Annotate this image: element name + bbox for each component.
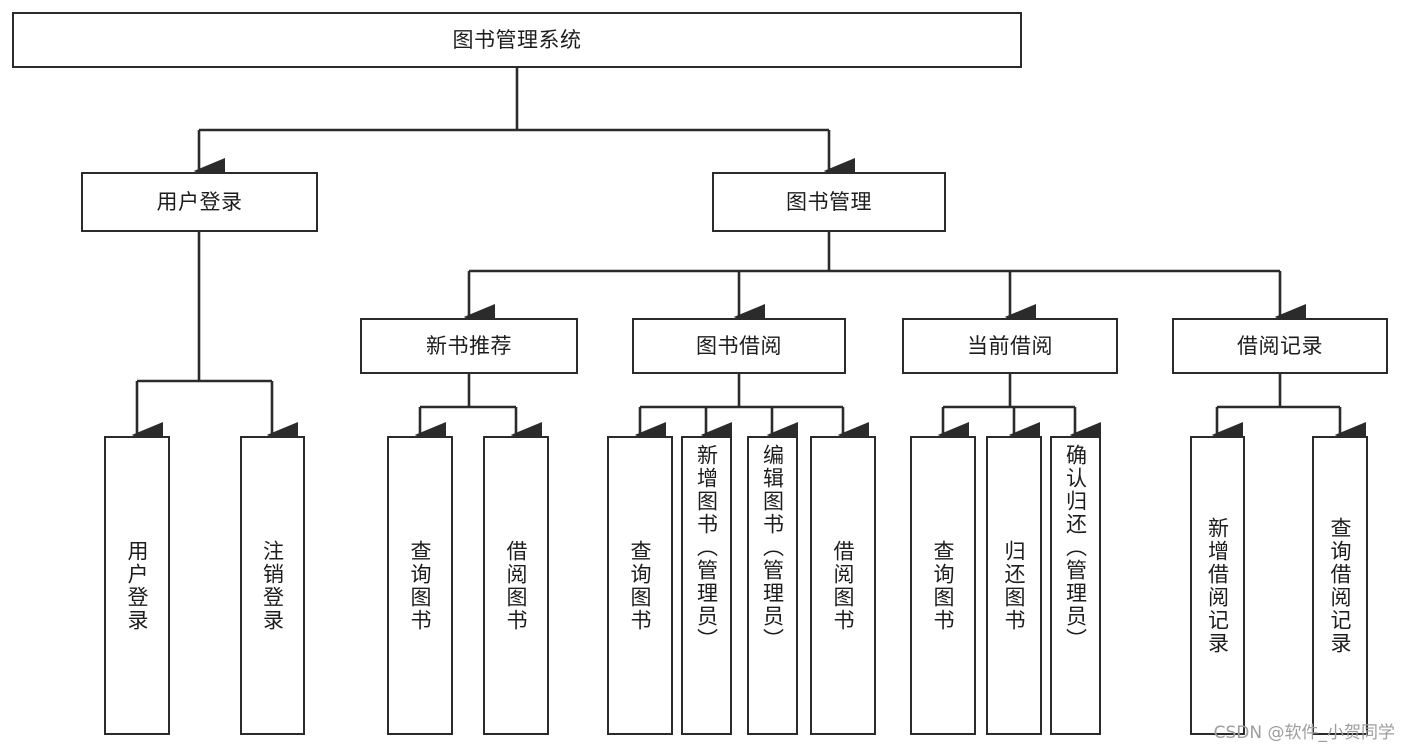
node-leaf-query-book-current[interactable]: 查询图书 [910,436,976,735]
node-label: 用户登录 [156,189,243,214]
node-label: 图书管理 [786,189,872,214]
node-leaf-logout[interactable]: 注销登录 [240,436,305,735]
node-label: 用户登录 [125,539,150,632]
node-user-login[interactable]: 用户登录 [81,172,318,232]
node-new-book-recommend[interactable]: 新书推荐 [360,318,578,374]
node-label: 借阅图书 [831,539,856,632]
node-leaf-borrow-book[interactable]: 借阅图书 [810,436,876,735]
node-leaf-add-borrow-record[interactable]: 新增借阅记录 [1190,436,1245,735]
node-leaf-return-book[interactable]: 归还图书 [986,436,1042,735]
node-label: 确认归还（管理员） [1063,444,1088,651]
node-label: 借阅图书 [504,539,529,632]
node-label: 图书借阅 [696,333,782,358]
node-label: 新增图书（管理员） [694,444,719,651]
node-book-manage[interactable]: 图书管理 [712,172,946,232]
node-label: 当前借阅 [967,333,1053,358]
node-leaf-add-book-admin[interactable]: 新增图书（管理员） [681,436,732,735]
node-leaf-borrow-book-recommend[interactable]: 借阅图书 [483,436,549,735]
node-book-borrow[interactable]: 图书借阅 [632,318,846,374]
node-label: 新增借阅记录 [1205,516,1230,655]
node-label: 查询图书 [931,539,956,632]
node-label: 借阅记录 [1237,333,1323,358]
node-label: 查询借阅记录 [1328,516,1353,655]
node-leaf-query-borrow-record[interactable]: 查询借阅记录 [1312,436,1368,735]
node-borrow-record[interactable]: 借阅记录 [1172,318,1388,374]
watermark-text: CSDN @软件_小贺同学 [1213,723,1395,743]
node-leaf-confirm-return-admin[interactable]: 确认归还（管理员） [1050,436,1101,735]
node-leaf-user-login[interactable]: 用户登录 [104,436,170,735]
node-label: 编辑图书（管理员） [760,444,785,651]
node-label: 注销登录 [260,539,285,632]
node-label: 图书管理系统 [452,27,582,52]
node-label: 新书推荐 [426,333,512,358]
node-root[interactable]: 图书管理系统 [12,12,1022,68]
node-leaf-edit-book-admin[interactable]: 编辑图书（管理员） [747,436,798,735]
node-label: 查询图书 [408,539,433,632]
node-leaf-query-book-recommend[interactable]: 查询图书 [387,436,453,735]
node-label: 查询图书 [628,539,653,632]
node-label: 归还图书 [1002,539,1027,632]
node-current-borrow[interactable]: 当前借阅 [902,318,1118,374]
node-leaf-query-book[interactable]: 查询图书 [607,436,673,735]
